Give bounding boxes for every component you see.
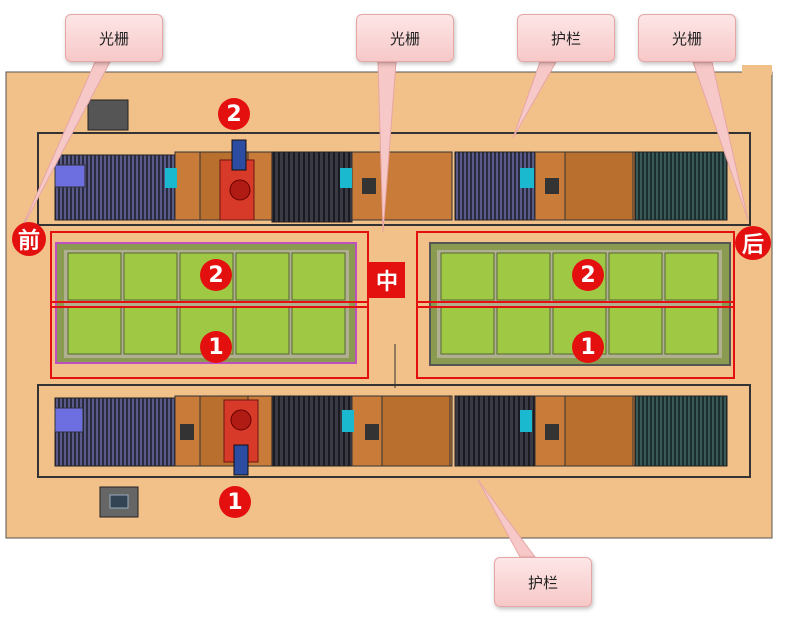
marker-right-row1: 1 [572, 331, 604, 363]
marker-left-row2: 2 [200, 259, 232, 291]
floor-right-strip [742, 65, 772, 75]
callout-light-curtain-2: 光栅 [356, 14, 454, 62]
callout-pointers [19, 61, 749, 558]
control-cabinet-bottom-screen [109, 494, 129, 509]
marker-left-row1: 1 [200, 331, 232, 363]
zone-label-front: 前 [12, 222, 46, 256]
top-line [54, 151, 728, 223]
zone-outlines [50, 231, 735, 379]
control-cabinet-top [87, 99, 129, 131]
callout-guardrail-bottom: 护栏 [494, 557, 592, 607]
guardrail-frame-bottom [37, 384, 751, 478]
bottom-line [54, 395, 728, 467]
callout-guardrail-top: 护栏 [517, 14, 615, 62]
zone-label-middle: 中 [369, 262, 405, 298]
callout-light-curtain-3: 光栅 [638, 14, 736, 62]
zone-label-rear: 后 [735, 226, 771, 260]
guardrail-frame-top [37, 132, 751, 226]
marker-robot-top: 2 [218, 98, 250, 130]
robot-top [219, 139, 255, 221]
robot-bottom [223, 399, 259, 476]
marker-right-row2: 2 [572, 259, 604, 291]
callout-light-curtain-1: 光栅 [65, 14, 163, 62]
marker-robot-bottom: 1 [219, 486, 251, 518]
